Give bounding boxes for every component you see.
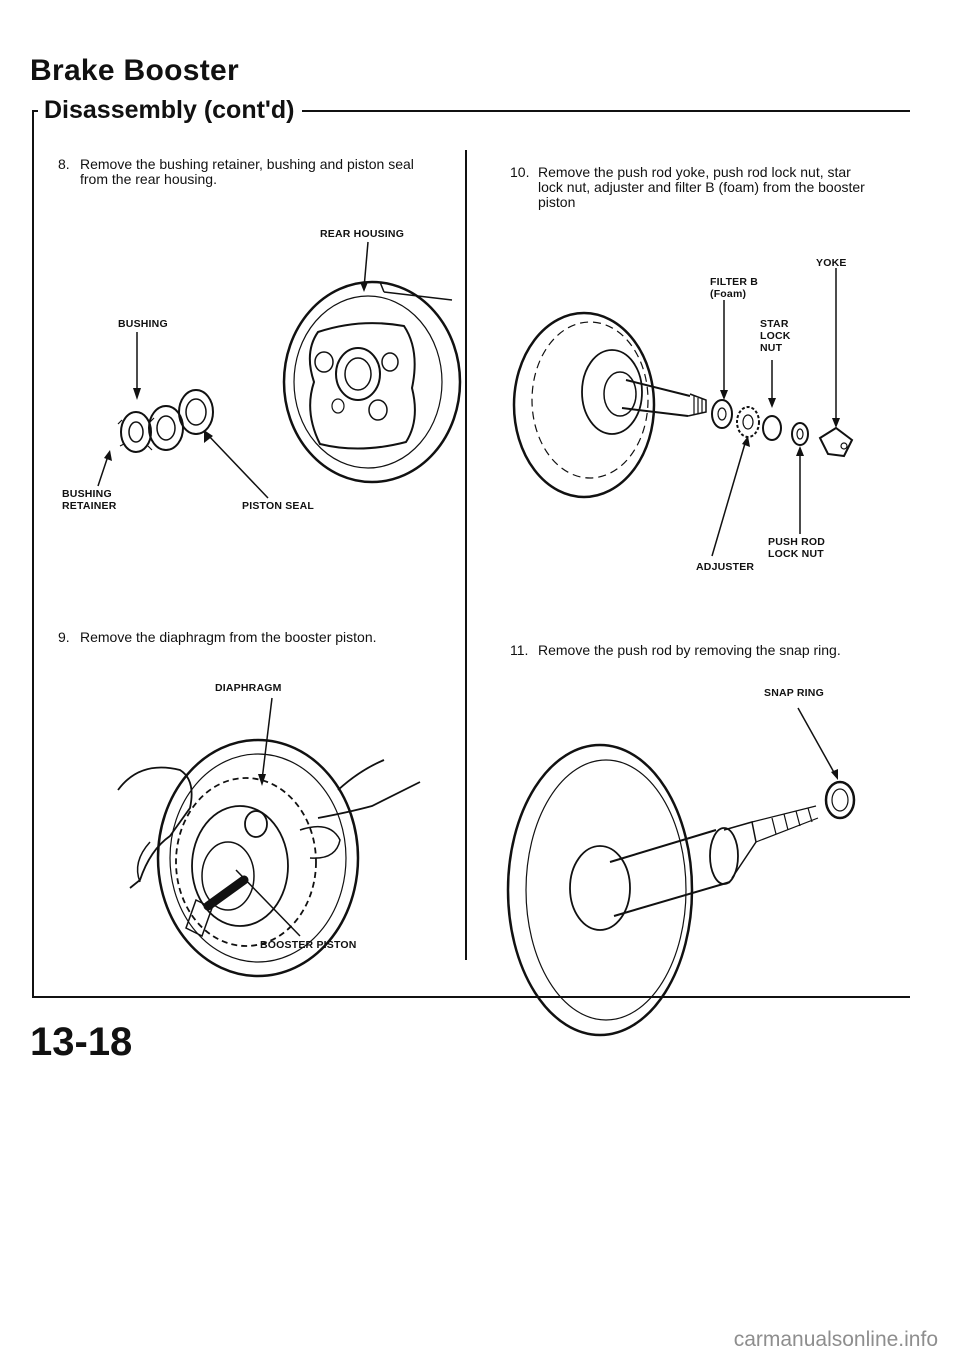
page-title: Brake Booster (30, 54, 239, 87)
diaphragm-figure (117, 697, 421, 978)
label-rear-housing: REAR HOUSING (320, 228, 405, 240)
step-text-line: Remove the diaphragm from the booster pi… (80, 629, 377, 645)
step-text-line: lock nut, adjuster and filter B (foam) f… (538, 179, 865, 195)
step-text-line: piston (538, 194, 576, 210)
left-margin-rule (32, 130, 34, 998)
step-text-line: from the rear housing. (80, 171, 217, 187)
section-subtitle: Disassembly (cont'd) (38, 96, 303, 125)
step-text-line: Remove the push rod yoke, push rod lock … (538, 164, 851, 180)
label-star-lock-nut: STAR LOCK NUT (760, 318, 791, 354)
step-text-line: Remove the bushing retainer, bushing and… (80, 156, 414, 172)
label-booster-piston: BOOSTER PISTON (260, 939, 357, 951)
column-divider (465, 150, 467, 960)
label-piston-seal: PISTON SEAL (242, 500, 315, 512)
label-bushing: BUSHING (118, 318, 168, 330)
push-rod-yoke-figure (512, 268, 854, 557)
label-push-rod-lock-nut: PUSH ROD LOCK NUT (768, 536, 826, 560)
label-adjuster: ADJUSTER (696, 561, 755, 573)
section-rule (32, 110, 910, 112)
section-rule-vertical (32, 110, 34, 130)
step-11: 11. Remove the push rod by removing the … (510, 643, 930, 658)
rear-housing-figure (97, 241, 462, 499)
step-10: 10. Remove the push rod yoke, push rod l… (510, 165, 930, 210)
label-bushing-retainer: BUSHING RETAINER (62, 488, 117, 512)
page-number: 13-18 (30, 1020, 133, 1064)
footer-watermark: carmanualsonline.info (733, 1328, 938, 1351)
step-text-line: Remove the push rod by removing the snap… (538, 642, 841, 658)
step-9: 9. Remove the diaphragm from the booster… (58, 630, 458, 645)
label-filter-b: FILTER B (Foam) (710, 276, 759, 300)
label-snap-ring: SNAP RING (764, 687, 824, 699)
step-8: 8. Remove the bushing retainer, bushing … (58, 157, 458, 187)
bottom-rule (32, 996, 910, 998)
step-number: 9. (58, 629, 70, 645)
label-yoke: YOKE (816, 257, 847, 269)
step-number: 10. (510, 164, 530, 180)
push-rod-snap-ring-figure (506, 707, 856, 1037)
step-number: 11. (510, 642, 529, 658)
step-number: 8. (58, 156, 70, 172)
label-diaphragm: DIAPHRAGM (215, 682, 282, 694)
